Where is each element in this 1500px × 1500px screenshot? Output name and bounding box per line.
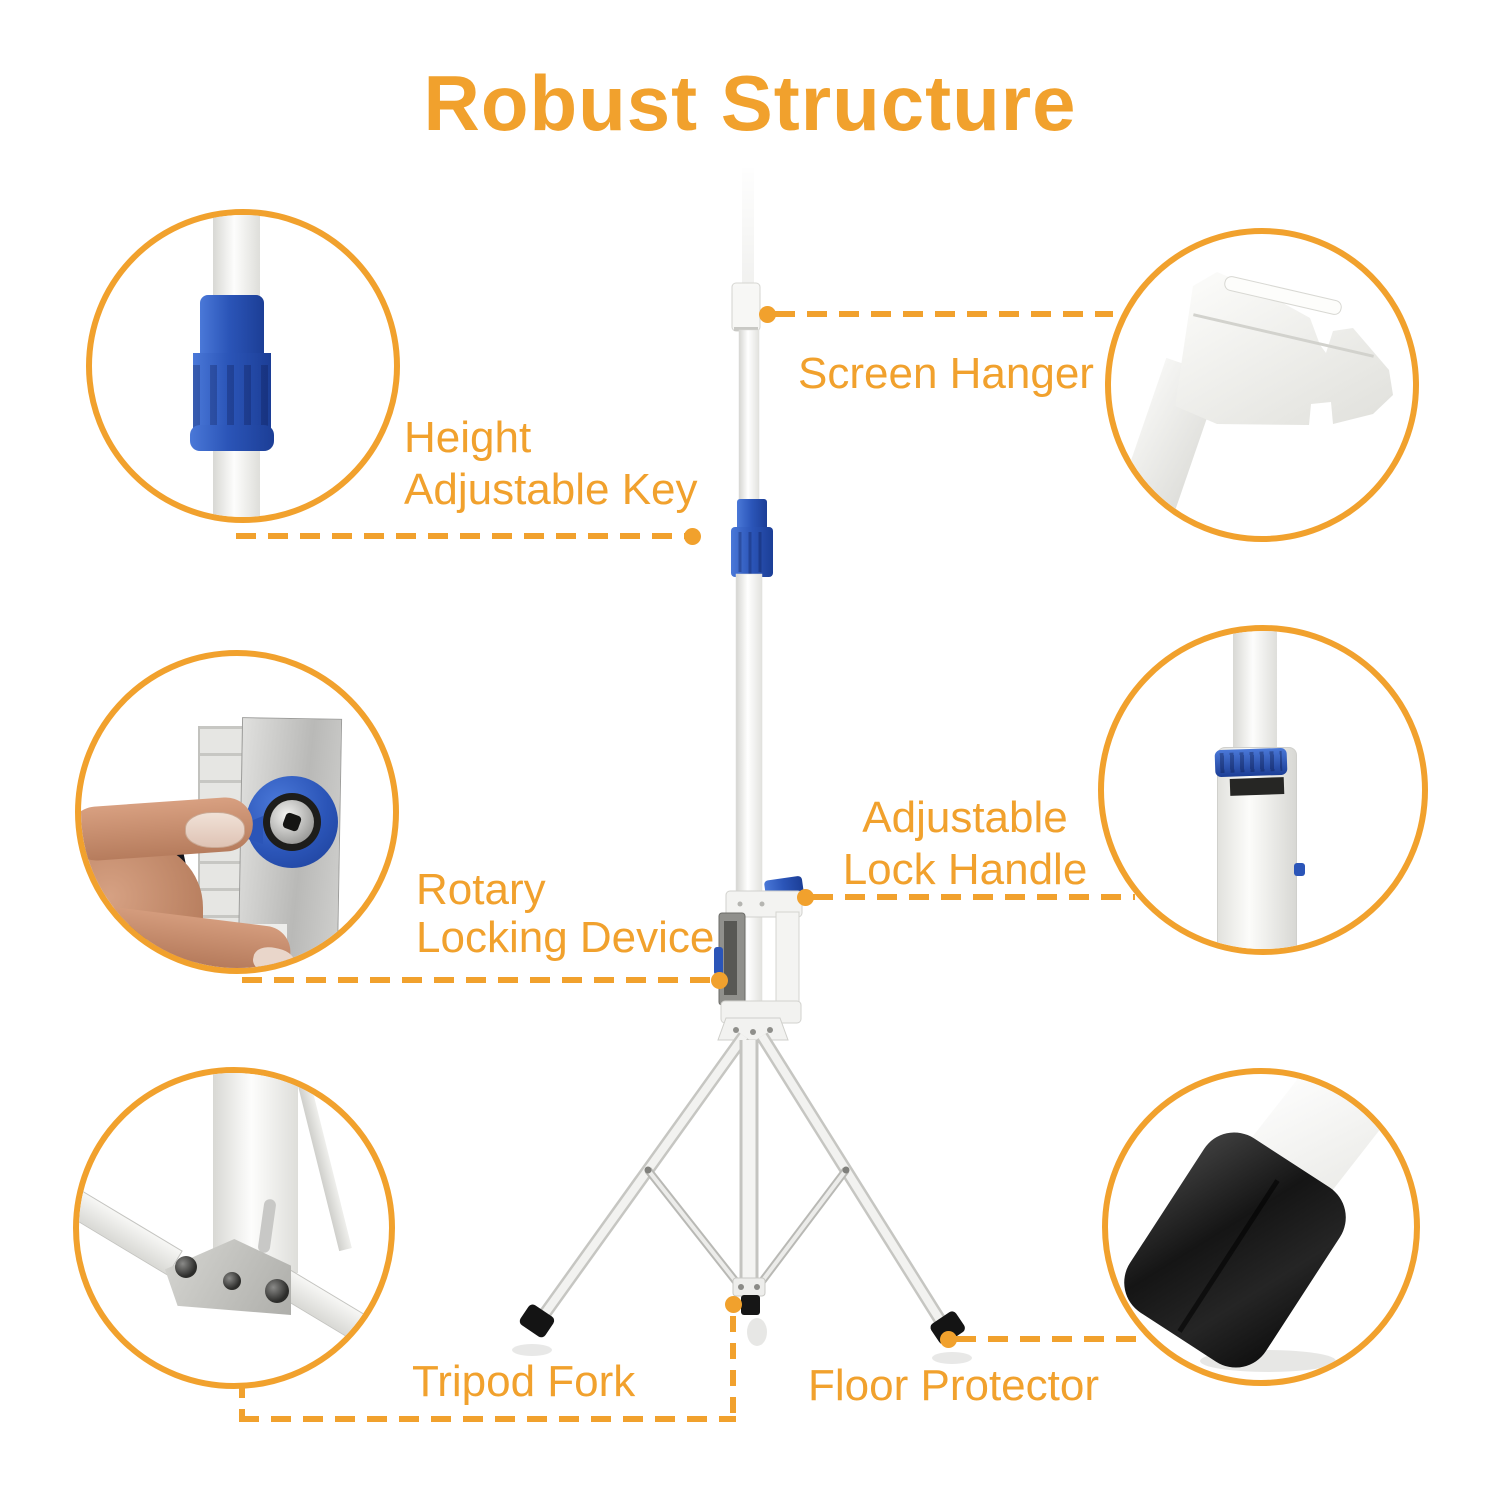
callout-dot-height-key [684, 528, 701, 545]
fork-left-bar [79, 1187, 183, 1276]
pole-fade [730, 160, 766, 295]
callout-line-tripod-fork-v1 [730, 1316, 736, 1420]
tripod-fork-joint [732, 1277, 766, 1297]
callout-line-screen-hanger [775, 311, 1113, 317]
label-floor-protector: Floor Protector [808, 1361, 1099, 1410]
callout-dot-lock-handle [797, 889, 814, 906]
callout-dot-rotary [711, 972, 728, 989]
callout-line-height-key [236, 533, 688, 539]
height-adjust-connector [731, 499, 773, 577]
hanger-cap-seam [734, 327, 758, 331]
tripod-hub [717, 1017, 789, 1041]
label-line: Height [404, 413, 532, 462]
detail-circle-tripod-fork [73, 1067, 395, 1389]
detail-circle-screen-hanger [1105, 228, 1419, 542]
height-key-knob-top [200, 295, 264, 355]
lock-lever-ridges [1219, 750, 1283, 774]
callout-line-tripod-fork-h [239, 1416, 736, 1422]
callout-dot-screen-hanger [759, 306, 776, 323]
callout-line-lock-handle [813, 894, 1135, 900]
lock-side-button [1294, 863, 1305, 876]
page-title: Robust Structure [423, 59, 1077, 147]
detail-circle-rotary-lock [75, 650, 399, 974]
locking-bracket [714, 876, 804, 1024]
callout-dot-tripod-fork [725, 1296, 742, 1313]
height-key-knob-ridges [193, 365, 271, 435]
label-line: Adjustable Key [404, 465, 698, 514]
detail-circle-height-key [86, 209, 400, 523]
fork-screw [175, 1256, 197, 1278]
callout-dot-floor-protector [940, 1331, 957, 1348]
callout-line-floor-protector [956, 1336, 1148, 1342]
label-line: Locking Device [416, 913, 715, 962]
hand-thumb-nail [185, 812, 245, 848]
lock-slot [1229, 777, 1285, 796]
fork-screw [265, 1279, 289, 1303]
label-line: Rotary [416, 865, 546, 914]
pole-upper [738, 329, 760, 507]
callout-line-rotary [242, 977, 712, 983]
pole-closeup [1233, 631, 1277, 753]
label-screen-hanger: Screen Hanger [798, 349, 1094, 398]
label-line: Lock Handle [842, 845, 1088, 894]
tripod-feet [512, 1295, 972, 1364]
detail-circle-lock-handle [1098, 625, 1428, 955]
label-rotary-locking-device: Rotary Locking Device [416, 866, 714, 962]
tripod-legs [530, 1032, 956, 1340]
label-adjustable-lock-handle: Adjustable Lock Handle [800, 792, 1130, 896]
fork-center-pole [213, 1073, 298, 1273]
detail-circle-floor-protector [1102, 1068, 1420, 1386]
callout-line-tripod-fork-v2 [239, 1382, 245, 1420]
height-key-knob-base [190, 425, 274, 451]
fork-screw [223, 1272, 241, 1290]
label-line: Adjustable [862, 793, 1068, 842]
label-tripod-fork: Tripod Fork [412, 1357, 636, 1406]
label-height-adjustable-key: Height Adjustable Key [404, 412, 698, 516]
